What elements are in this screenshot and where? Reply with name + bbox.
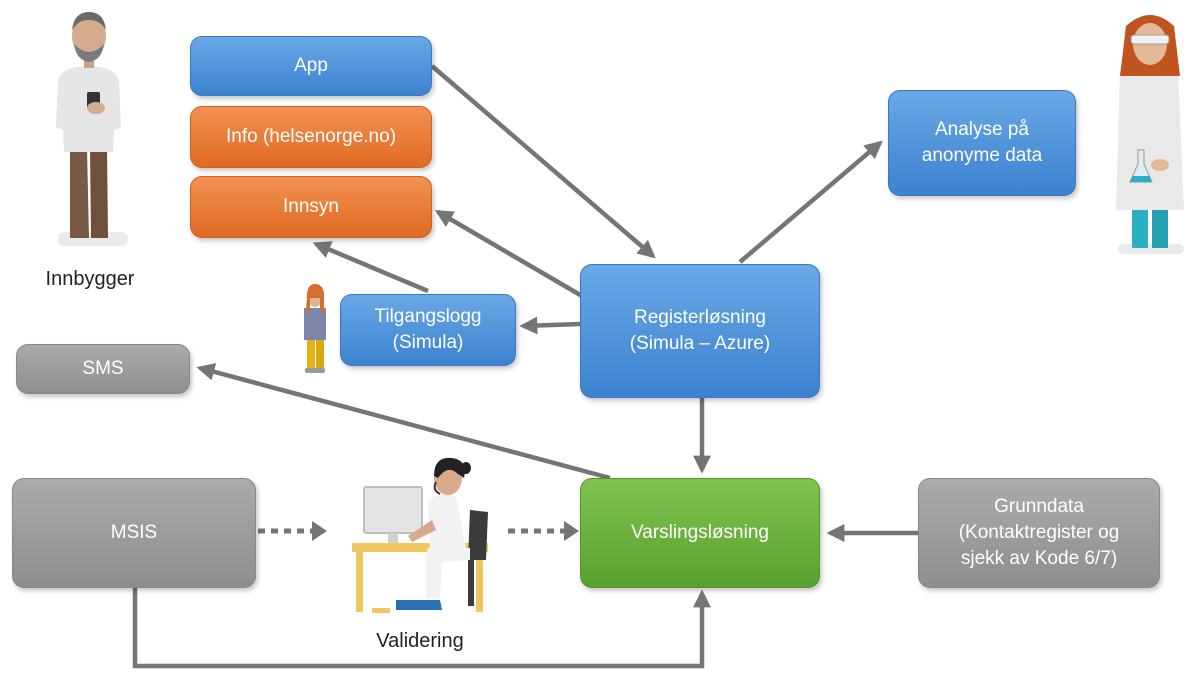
register-box[interactable]: Registerløsning (Simula – Azure)	[580, 264, 820, 398]
innsyn-label: Innsyn	[283, 196, 339, 217]
grunndata-box[interactable]: Grunndata (Kontaktregister og sjekk av K…	[918, 478, 1160, 588]
scientist-figure	[1116, 15, 1184, 254]
tilgangslogg-box[interactable]: Tilgangslogg (Simula)	[340, 294, 516, 366]
tilgangslogg-label: Tilgangslogg (Simula)	[374, 306, 482, 353]
varsling-box[interactable]: Varslingsløsning	[580, 478, 820, 588]
logger-figure	[304, 284, 326, 373]
info-box[interactable]: Info (helsenorge.no)	[190, 106, 432, 168]
arrow-register-to-analyse	[738, 140, 883, 264]
analyse-label: Analyse på anonyme data	[921, 119, 1043, 166]
arrow-tilgangslogg-to-innsyn	[312, 241, 429, 294]
innbygger-figure	[56, 12, 128, 246]
sms-label: SMS	[82, 358, 124, 379]
grunndata-label: Grunndata (Kontaktregister og sjekk av K…	[958, 496, 1120, 569]
arrow-register-to-innsyn	[434, 210, 584, 298]
validator-figure	[352, 457, 488, 613]
analyse-box[interactable]: Analyse på anonyme data	[888, 90, 1076, 196]
arrow-varsling-to-sms	[196, 363, 611, 481]
validering-caption: Validering	[376, 630, 464, 652]
arrow-app-to-register	[430, 64, 656, 259]
arrow-msis-to-varsling	[132, 588, 711, 669]
dotted-arrowhead-validering	[312, 521, 327, 541]
msis-box[interactable]: MSIS	[12, 478, 256, 588]
varsling-label: Varslingsløsning	[631, 522, 769, 543]
innsyn-box[interactable]: Innsyn	[190, 176, 432, 238]
info-label: Info (helsenorge.no)	[225, 126, 397, 147]
app-box[interactable]: App	[190, 36, 432, 96]
app-label: App	[294, 55, 328, 76]
register-label: Registerløsning (Simula – Azure)	[629, 307, 771, 354]
arrow-register-to-tilgangslogg	[519, 316, 581, 335]
msis-label: MSIS	[110, 522, 158, 543]
innbygger-caption: Innbygger	[45, 268, 135, 290]
dotted-arrowhead-varsling	[564, 521, 579, 541]
sms-box[interactable]: SMS	[16, 344, 190, 394]
